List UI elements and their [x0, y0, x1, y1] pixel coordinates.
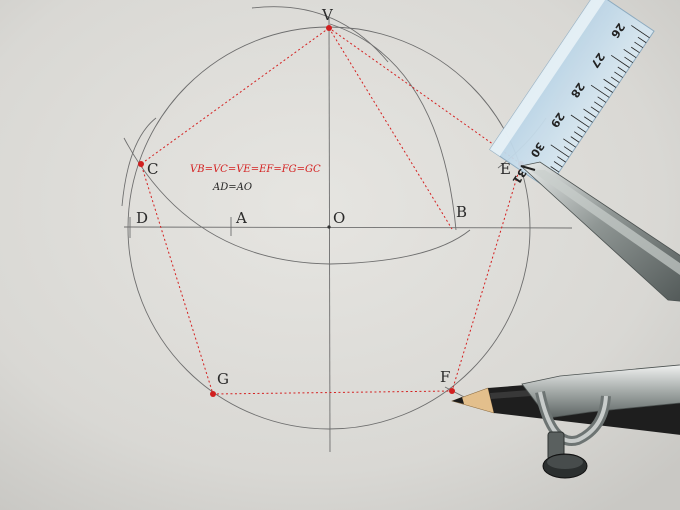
arc-through-v [251, 6, 389, 63]
label-b: B [456, 203, 467, 221]
vertex-c-dot [138, 161, 144, 167]
ruler: 26 27 28 29 30 31 [489, 0, 655, 190]
arc-from-a [123, 137, 471, 265]
chord-equality-text: VB=VC=VE=EF=FG=GC [190, 164, 321, 175]
label-e: E [500, 160, 511, 178]
segment-equality-text: AD=AO [212, 182, 252, 193]
compass-upper-leg [520, 161, 680, 302]
label-g: G [217, 370, 229, 388]
pencil-lead [452, 397, 464, 404]
vertex-v-dot [326, 25, 332, 31]
pentagon-outline [140, 27, 522, 395]
ruler-ticks [542, 25, 650, 183]
label-v: V [321, 6, 334, 24]
label-d: D [136, 209, 148, 227]
vertical-diameter [328, 17, 331, 453]
label-a: A [235, 209, 247, 227]
tick-f [444, 386, 467, 399]
label-o: O [333, 209, 345, 227]
compass-lower-leg [521, 364, 680, 479]
center-o-dot [327, 225, 331, 229]
label-f: F [440, 368, 450, 386]
arc-from-a-upper [329, 23, 457, 231]
arc-through-c [121, 117, 157, 207]
vertex-f-dot [449, 388, 455, 394]
horizontal-diameter [123, 226, 573, 229]
label-c: C [147, 160, 158, 178]
chord-vb [328, 27, 453, 230]
vertex-g-dot [210, 391, 216, 397]
